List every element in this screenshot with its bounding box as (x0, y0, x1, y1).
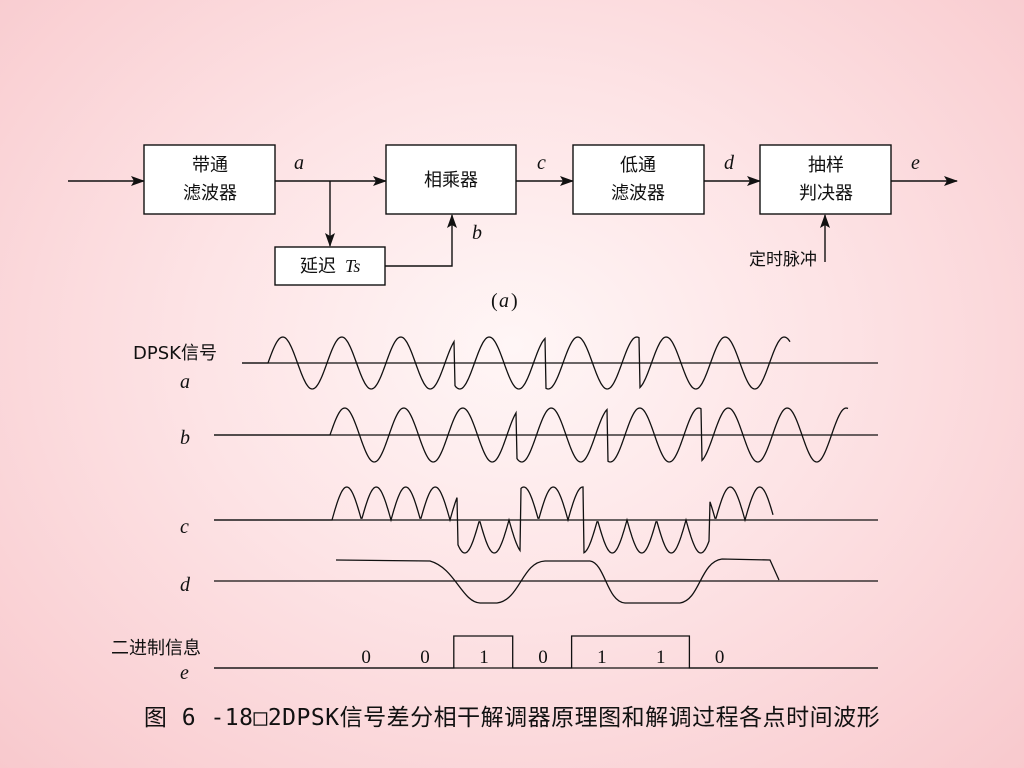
node-label-e: e (911, 152, 920, 174)
wave-label-c: c (180, 516, 189, 538)
wave-label-b: b (180, 427, 190, 449)
sampler-decision-block (759, 144, 892, 215)
waveform-labels: DPSK信号 a b c d 二进制信息 e (111, 343, 217, 684)
sampler-label-line2: 判决器 (799, 183, 853, 204)
delay-block (274, 246, 386, 286)
bit-label-6: 0 (715, 647, 725, 668)
waveform-c (214, 486, 774, 554)
sub-caption-close: ) (511, 290, 518, 312)
delay-label: 延迟 (300, 256, 336, 277)
multiplier-label: 相乘器 (424, 170, 478, 191)
waveforms (214, 336, 878, 669)
node-label-d: d (724, 152, 735, 174)
bit-label-2: 1 (479, 647, 489, 668)
waveform-a (242, 336, 791, 390)
bit-label-3: 0 (538, 647, 548, 668)
bit-label-5: 1 (656, 647, 666, 668)
block-labels: 带通 滤波器 相乘器 低通 滤波器 抽样 判决器 延迟 Ts a b c d e… (183, 152, 920, 312)
lowpass-filter-block (572, 144, 705, 215)
waveform-b (214, 407, 849, 463)
node-label-a: a (294, 152, 304, 174)
bandpass-filter-block (143, 144, 276, 215)
wave-label-a: a (180, 371, 190, 393)
lpf-label-line1: 低通 (620, 155, 656, 176)
node-label-c: c (537, 152, 546, 174)
wave-label-d: d (180, 574, 191, 596)
waveform-e (214, 635, 878, 669)
figure-caption: 图 6 -18□2DPSK信号差分相干解调器原理图和解调过程各点时间波形 (143, 705, 881, 731)
b-arrow (385, 214, 457, 267)
bpf-label-line1: 带通 (192, 155, 228, 176)
binary-info-label: 二进制信息 (111, 638, 201, 659)
dpsk-signal-label: DPSK信号 (133, 343, 217, 364)
bit-labels: 0 0 1 0 1 1 0 (361, 647, 724, 668)
bit-label-1: 0 (420, 647, 430, 668)
block-diagram (68, 144, 958, 286)
bpf-label-line2: 滤波器 (183, 183, 237, 204)
bit-label-0: 0 (361, 647, 371, 668)
timing-pulse-label: 定时脉冲 (749, 250, 817, 270)
sub-caption-open: ( (491, 290, 498, 312)
multiplier-block (385, 144, 517, 215)
delay-var-label: Ts (345, 256, 360, 276)
bit-label-4: 1 (597, 647, 607, 668)
lpf-label-line2: 滤波器 (611, 183, 665, 204)
wave-label-e: e (180, 662, 189, 684)
sampler-label-line1: 抽样 (808, 155, 844, 176)
sub-caption-letter: a (499, 290, 509, 312)
node-label-b: b (472, 222, 482, 244)
waveform-d (335, 558, 780, 604)
